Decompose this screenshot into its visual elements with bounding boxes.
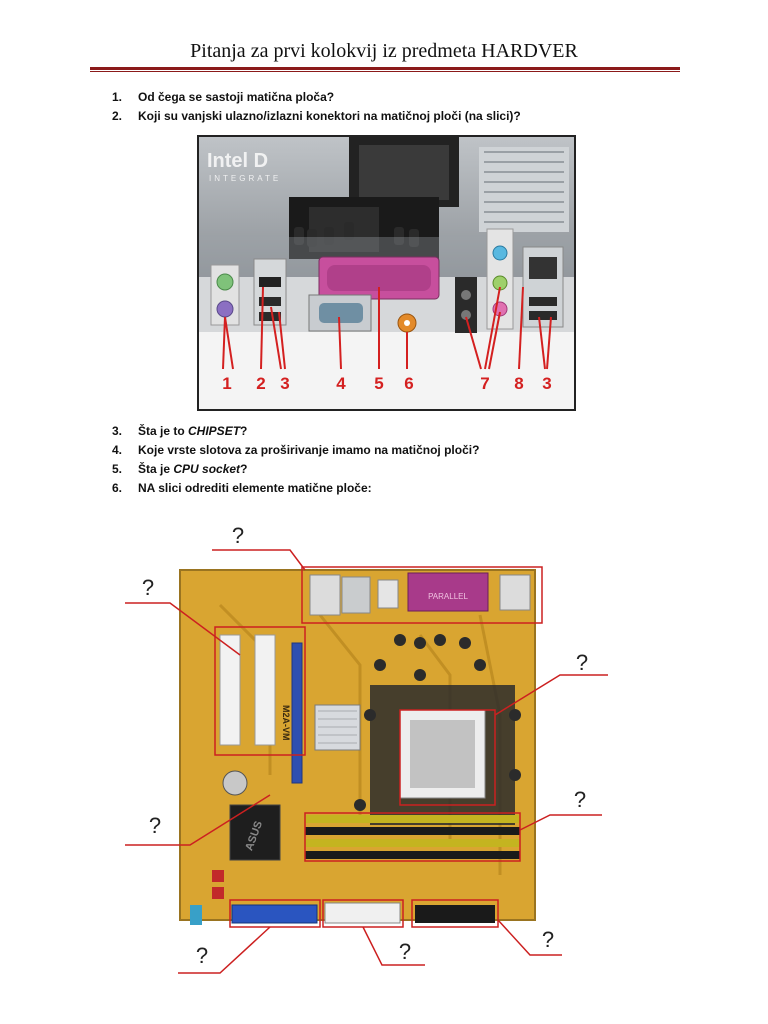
question-number: 6. [112,481,123,495]
question-number: 4. [112,443,123,457]
callout-question-mark: ? [542,927,554,952]
question-text-suffix: ? [240,424,248,438]
question-text: Koji su vanjski ulazno/izlazni konektori… [138,109,521,123]
io-connector-photo: Intel D INTEGRATE [197,135,576,411]
connector-label: 1 [222,374,231,393]
question-list-bottom: 3. Šta je to CHIPSET? 4. Koje vrste slotov… [112,422,479,498]
motherboard-illustration: PARALLEL M2A-VM ASUS [125,523,608,974]
question-item: 5. Šta je CPU socket? [112,460,479,479]
callout-question-mark: ? [196,943,208,968]
parallel-port-text: PARALLEL [428,592,468,601]
question-number: 3. [112,424,123,438]
connector-label: 3 [542,374,551,393]
callout-question-mark: ? [574,787,586,812]
connector-label: 7 [480,374,489,393]
connector-label: 3 [280,374,289,393]
question-number: 2. [112,109,123,123]
question-number: 5. [112,462,123,476]
question-item: 1. Od čega se sastoji matična ploča? [112,88,521,107]
callout-question-mark: ? [399,939,411,964]
callout-question-mark: ? [576,650,588,675]
callout-question-mark: ? [149,813,161,838]
question-item: 2. Koji su vanjski ulazno/izlazni konekto… [112,107,521,126]
question-number: 1. [112,90,123,104]
connector-label: 5 [374,374,383,393]
question-text: Od čega se sastoji matična ploča? [138,90,335,104]
title-rule [90,67,680,70]
intel-brand-text: Intel D [207,150,268,172]
question-text: Šta je [138,462,174,476]
connector-label: 8 [514,374,523,393]
connector-label: 6 [404,374,413,393]
io-connector-illustration: Intel D INTEGRATE [199,137,574,409]
question-text: Šta je to [138,424,189,438]
question-text-suffix: ? [240,462,248,476]
question-emphasis: CHIPSET [188,424,241,438]
question-text: NA slici odrediti elemente matične ploče… [138,481,372,495]
callout-question-mark: ? [232,523,244,548]
question-emphasis: CPU socket [173,462,241,476]
question-list-top: 1. Od čega se sastoji matična ploča? 2. Ko… [112,88,521,126]
page-title: Pitanja za prvi kolokvij iz predmeta HAR… [190,40,578,62]
title-rule-thin [90,71,680,72]
question-item: 4. Koje vrste slotova za proširivanje ima… [112,441,479,460]
board-model-text: M2A-VM [281,705,291,741]
connector-label: 4 [336,374,346,393]
question-text: Koje vrste slotova za proširivanje imamo… [138,443,480,457]
intel-brand-subtext: INTEGRATE [209,174,281,183]
callout-question-mark: ? [142,575,154,600]
question-item: 6. NA slici odrediti elemente matične plo… [112,479,479,498]
motherboard-photo: PARALLEL M2A-VM ASUS [120,515,610,1005]
question-item: 3. Šta je to CHIPSET? [112,422,479,441]
connector-label: 2 [256,374,265,393]
